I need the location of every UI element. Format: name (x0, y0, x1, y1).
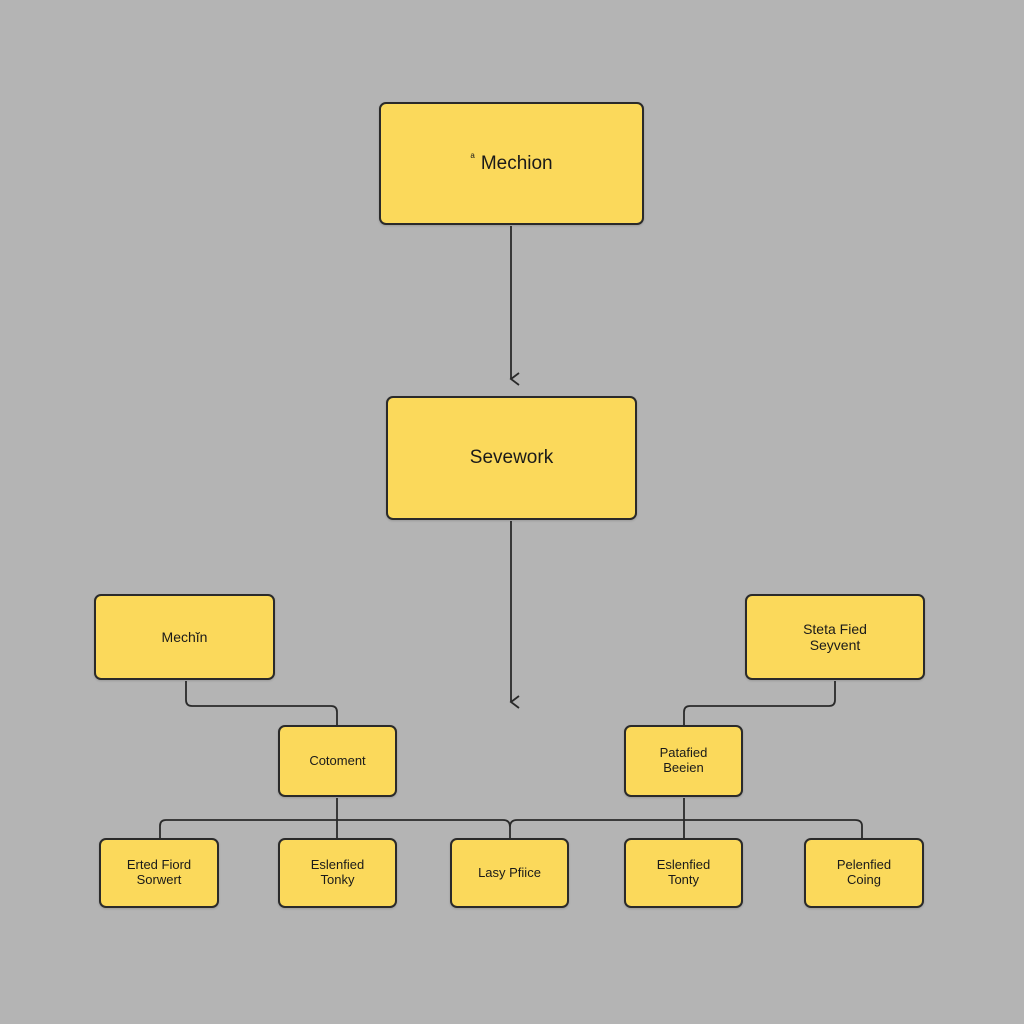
node-bottom-4[interactable]: Eslenfied Tonty (624, 838, 743, 908)
node-patafied[interactable]: Patafied Beeien (624, 725, 743, 797)
node-steta-fied-label: Steta Fied Seyvent (803, 620, 867, 653)
node-sevework-label: Sevework (469, 447, 554, 469)
connector-left-to-cotoment (185, 681, 338, 725)
node-bottom-4-label: Eslenfied Tonty (656, 857, 711, 887)
node-cotoment[interactable]: Cotoment (278, 725, 397, 797)
node-bottom-3[interactable]: Lasy Pfiice (450, 838, 569, 908)
node-mechion-left-label: Mechĭn (161, 628, 208, 645)
node-bottom-5-label: Pelenfied Coing (836, 857, 892, 887)
node-bottom-5[interactable]: Pelenfied Coing (804, 838, 924, 908)
node-bottom-1[interactable]: Erted Fiord Sorwert (99, 838, 219, 908)
connector-right-to-patafied (683, 681, 836, 725)
node-bottom-2[interactable]: Eslenfied Tonky (278, 838, 397, 908)
node-patafied-label: Patafied Beeien (659, 745, 708, 775)
node-bottom-1-label: Erted Fiord Sorwert (126, 857, 192, 887)
node-marker: a (470, 150, 475, 160)
node-bottom-2-label: Eslenfied Tonky (310, 857, 365, 887)
connector-bottom-bus (159, 819, 863, 838)
node-sevework[interactable]: Sevework (386, 396, 637, 520)
node-cotoment-label: Cotoment (309, 752, 366, 768)
node-bottom-3-label: Lasy Pfiice (478, 864, 541, 880)
node-steta-fied[interactable]: Steta Fied Seyvent (745, 594, 925, 680)
node-mechion-left[interactable]: Mechĭn (94, 594, 275, 680)
